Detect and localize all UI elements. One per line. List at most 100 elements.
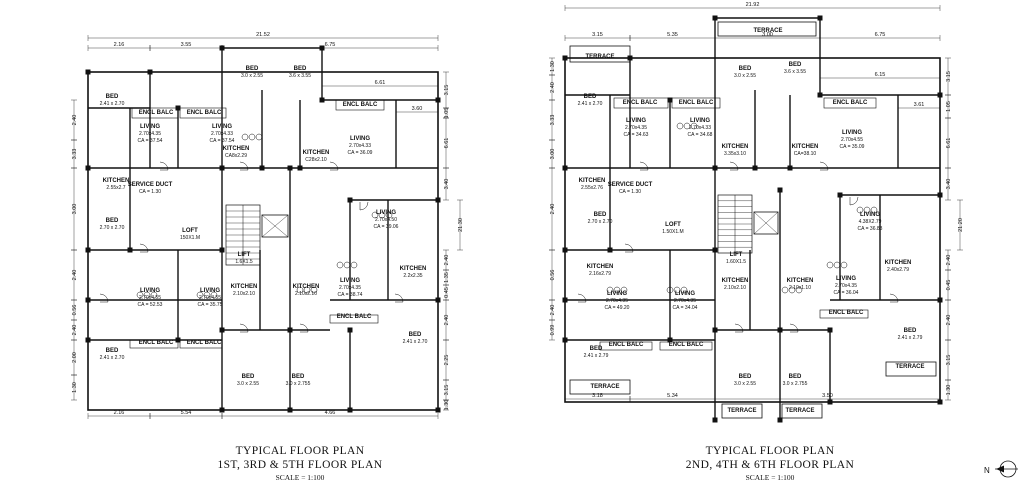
left-column xyxy=(287,407,293,413)
right-room-dim: 3.35x3.10 xyxy=(724,151,746,157)
left-column xyxy=(219,165,225,171)
furniture-icon xyxy=(248,133,256,141)
door-swing-icon xyxy=(159,161,169,171)
door-swing-icon xyxy=(639,161,649,171)
right-room-area: CA = 34.63 xyxy=(624,132,649,138)
right-room-name: LIVING xyxy=(607,291,627,297)
left-room-name: BED xyxy=(246,66,259,72)
right-room-dim: 2.70x4.35 xyxy=(625,125,647,131)
left-column xyxy=(85,337,91,343)
right-column xyxy=(937,297,943,303)
right-room-name: KITCHEN xyxy=(792,144,819,150)
left-top-dimension: 3.55 xyxy=(181,42,192,48)
left-column xyxy=(85,297,91,303)
left-room-name: ENCL BALC xyxy=(343,102,378,108)
right-column xyxy=(562,55,568,61)
left-right-dimension: 3.40 xyxy=(444,179,450,190)
right-column xyxy=(712,247,718,253)
left-room-name: KITCHEN xyxy=(303,150,330,156)
left-column xyxy=(435,97,441,103)
left-room-dim: CA8x2.29 xyxy=(225,153,247,159)
right-room-name: ENCL BALC xyxy=(623,100,658,106)
left-column xyxy=(435,297,441,303)
left-mid-dimension: 6.61 xyxy=(375,80,386,86)
right-room-name: TERRACE xyxy=(590,384,619,390)
left-right-dimension: 2.25 xyxy=(444,355,450,366)
right-terrace xyxy=(569,379,631,395)
left-room-area: CA = 35.75 xyxy=(198,302,223,308)
right-column xyxy=(562,337,568,343)
right-room-name: LOFT xyxy=(665,222,681,228)
right-plan-outline xyxy=(564,57,941,403)
caption-left: TYPICAL FLOOR PLAN 1ST, 3RD & 5TH FLOOR … xyxy=(150,444,450,484)
left-room-dim: C28x2.10 xyxy=(305,157,327,163)
right-top-dimension: 5.35 xyxy=(667,32,678,38)
left-column xyxy=(287,327,293,333)
right-right-dimension: 2.40 xyxy=(946,315,952,326)
left-room-dim: CA = 1.30 xyxy=(139,189,161,195)
left-column xyxy=(435,197,441,203)
right-room-dim: 2.16x2.79 xyxy=(589,271,611,277)
right-column xyxy=(827,399,833,405)
furniture-icon xyxy=(676,122,684,130)
right-room-area: CA = 36.04 xyxy=(834,290,859,296)
left-room-dim: 2.70x4.55 xyxy=(199,295,221,301)
right-room-name: KITCHEN xyxy=(885,260,912,266)
right-column xyxy=(712,15,718,21)
left-room-name: KITCHEN xyxy=(103,178,130,184)
left-room-name: SERVICE DUCT xyxy=(128,182,173,188)
right-room-name: KITCHEN xyxy=(787,278,814,284)
left-room-name: BED xyxy=(106,218,119,224)
right-column xyxy=(607,247,613,253)
right-room-name: BED xyxy=(584,94,597,100)
right-column xyxy=(712,417,718,423)
furniture-icon xyxy=(826,261,834,269)
left-balcony xyxy=(335,99,385,111)
left-room-dim: 3.0 x 2.55 xyxy=(237,381,259,387)
right-room-name: LIVING xyxy=(675,291,695,297)
left-bottom-dimension: 2.16 xyxy=(114,410,125,416)
left-room-name: ENCL BALC xyxy=(139,110,174,116)
right-room-area: CA = 34.68 xyxy=(688,132,713,138)
right-room-name: BED xyxy=(590,346,603,352)
door-swing-icon xyxy=(394,293,404,303)
right-room-area: CA = 35.09 xyxy=(840,144,865,150)
right-top-dimension: 3.00 xyxy=(762,32,773,38)
left-right-dimension: 6.61 xyxy=(444,138,450,149)
furniture-icon xyxy=(673,286,681,294)
left-room-name: ENCL BALC xyxy=(187,110,222,116)
right-room-dim: 2.55x2.76 xyxy=(581,185,603,191)
right-column xyxy=(837,192,843,198)
door-swing-icon xyxy=(359,201,369,211)
left-column xyxy=(219,407,225,413)
left-room-name: LIVING xyxy=(350,136,370,142)
left-balcony xyxy=(131,107,179,119)
right-room-dim: 2.70x4.35 xyxy=(835,283,857,289)
right-room-dim: 1.50X1.M xyxy=(662,229,683,235)
left-column xyxy=(297,165,303,171)
right-room-dim: 2.10x1.10 xyxy=(789,285,811,291)
left-room-name: LIVING xyxy=(200,288,220,294)
right-room-dim: CA = 1.30 xyxy=(619,189,641,195)
left-room-dim: 2.41 x 2.70 xyxy=(100,101,125,107)
furniture-icon xyxy=(296,286,304,294)
left-column xyxy=(147,69,153,75)
furniture-icon xyxy=(683,122,691,130)
left-room-dim: 150X1.M xyxy=(180,235,200,241)
right-balcony xyxy=(671,97,721,109)
left-room-name: LIVING xyxy=(140,124,160,130)
right-room-name: LIVING xyxy=(842,130,862,136)
right-column xyxy=(562,247,568,253)
left-column xyxy=(85,247,91,253)
left-balcony xyxy=(179,339,223,349)
left-column xyxy=(435,407,441,413)
right-right-dimension: 3.40 xyxy=(946,179,952,190)
furniture-icon xyxy=(833,261,841,269)
left-room-name: KITCHEN xyxy=(231,284,258,290)
left-column xyxy=(85,165,91,171)
door-swing-icon xyxy=(734,323,744,333)
left-top-dimension: 6.75 xyxy=(325,42,336,48)
left-room-name: LOFT xyxy=(182,228,198,234)
right-column xyxy=(777,417,783,423)
